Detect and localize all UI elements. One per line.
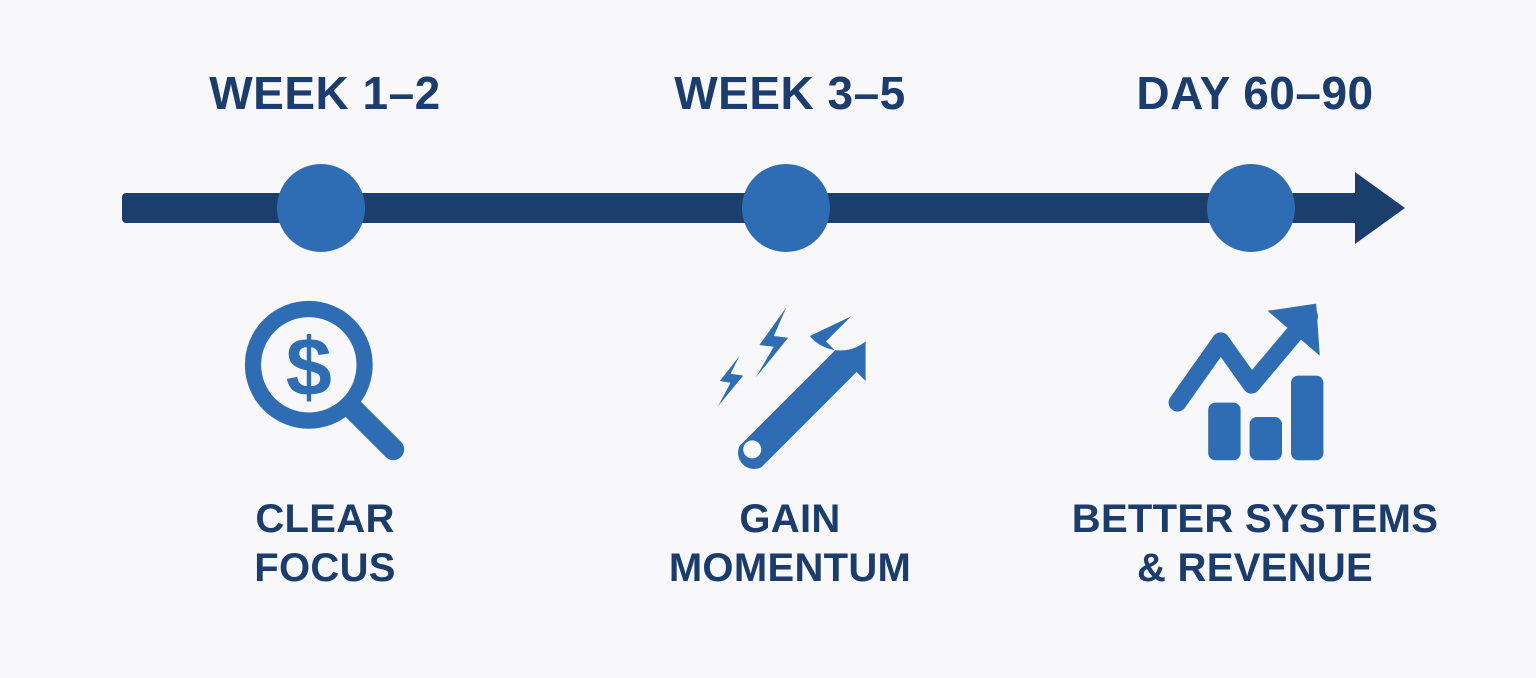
stage-2-outcome-label: GAIN MOMENTUM [575, 495, 1005, 593]
stage-1-outcome-line1: CLEAR [255, 497, 395, 541]
chart-bar-1 [1208, 402, 1241, 460]
stage-1-outcome-label: CLEAR FOCUS [110, 495, 540, 593]
stage-1-outcome-line2: FOCUS [254, 545, 396, 590]
stage-2-icon-wrap [575, 288, 1005, 473]
stage-3: DAY 60–90 BETTER SYSTEMS & REVENUE [1040, 0, 1470, 678]
stage-1: WEEK 1–2 $ CLEAR FOCUS [110, 0, 540, 678]
stage-2: WEEK 3–5 GAIN MOMENTUM [575, 0, 1005, 678]
growth-chart-icon [1168, 303, 1324, 460]
stage-1-period-label: WEEK 1–2 [209, 67, 441, 119]
stage-2-outcome-line1: GAIN [739, 497, 841, 541]
chart-bar-2 [1249, 416, 1282, 460]
svg-text:$: $ [286, 320, 332, 413]
stage-3-outcome-line2: & REVENUE [1136, 545, 1374, 590]
chart-bar-3 [1291, 375, 1324, 460]
stage-3-outcome-line1: BETTER SYSTEMS [1071, 497, 1439, 541]
magnifier-dollar-icon: $ [244, 300, 405, 460]
stage-3-icon-wrap [1040, 288, 1470, 473]
stage-1-icon-wrap: $ [110, 288, 540, 473]
stage-2-outcome-line2: MOMENTUM [668, 545, 912, 590]
stage-3-period-label: DAY 60–90 [1136, 67, 1374, 119]
stage-2-period-label: WEEK 3–5 [674, 67, 906, 119]
stage-3-outcome-label: BETTER SYSTEMS & REVENUE [1040, 495, 1470, 593]
wrench-lightning-icon [718, 306, 866, 469]
